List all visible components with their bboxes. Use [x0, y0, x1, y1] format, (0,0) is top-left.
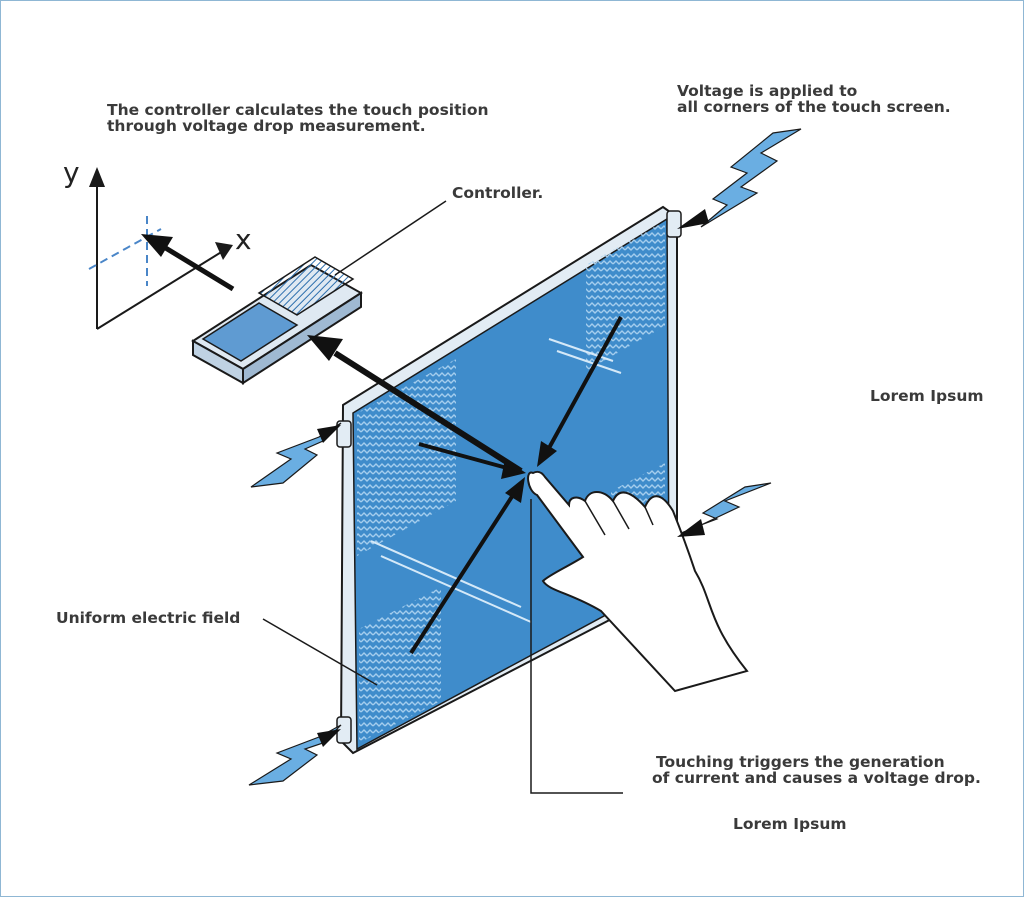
touch-trigger-label-line2: of current and causes a voltage drop. — [652, 769, 981, 787]
controller-calculation-label-line1: The controller calculates the touch posi… — [107, 101, 489, 119]
x-axis-label: x — [235, 223, 252, 256]
touch-trigger-label-line1: Touching triggers the generation — [656, 753, 945, 771]
position-arrow — [141, 234, 235, 292]
controller-calculation-label-line2: through voltage drop measurement. — [107, 117, 426, 135]
signal-arrow — [307, 335, 523, 474]
lorem-ipsum-bottom: Lorem Ipsum — [733, 815, 847, 833]
lorem-ipsum-right: Lorem Ipsum — [870, 387, 984, 405]
y-axis-label: y — [63, 156, 80, 189]
controller-label: Controller. — [452, 184, 544, 202]
controller-device — [191, 256, 363, 385]
touch-leader-line — [530, 499, 623, 794]
voltage-applied-label-line2: all corners of the touch screen. — [677, 98, 951, 116]
uniform-electric-field-label: Uniform electric field — [56, 609, 241, 627]
uniform-field-leader-line — [262, 618, 378, 686]
voltage-applied-label-line1: Voltage is applied to — [677, 82, 858, 100]
touch-panel — [336, 205, 682, 755]
controller-leader-line — [334, 200, 447, 276]
hand-illustration — [527, 470, 749, 693]
voltage-arrowheads — [317, 209, 709, 747]
